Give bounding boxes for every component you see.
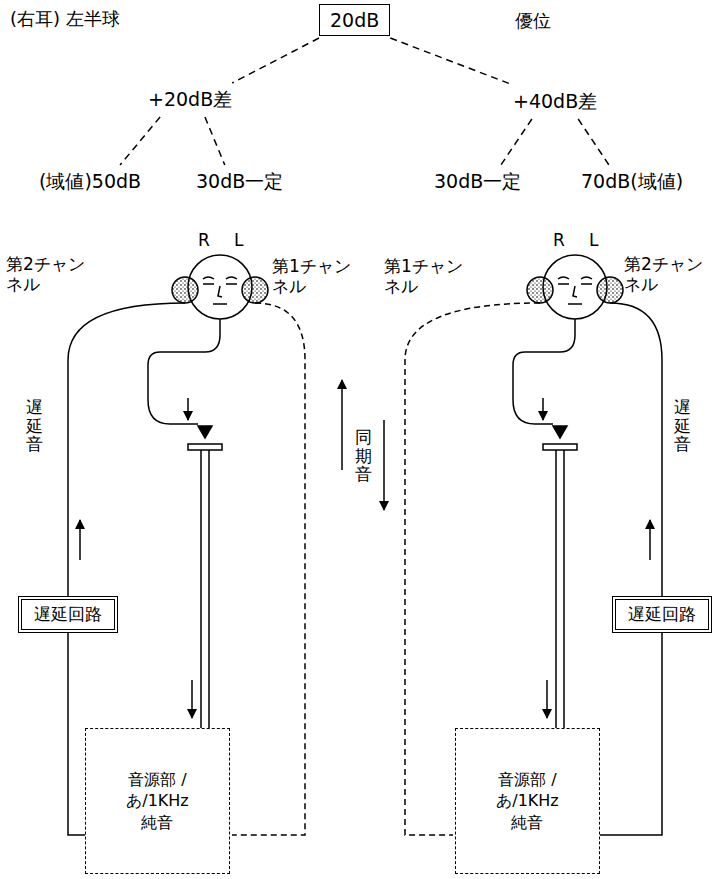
ear-letter: R [553,230,565,250]
node-text: 30dB一定 [434,169,521,195]
channel-label: 第1チャンネル [384,256,469,297]
branch-label: +20dB差 [144,85,236,115]
channel-label: 第2チャンネル [6,254,91,295]
left-arrows [80,398,192,718]
sync-sound-label: 同期音 [355,428,372,484]
node-text: 30dB一定 [196,169,283,195]
leaf-label: (域値)50dB [35,167,145,197]
left-head [172,255,268,319]
node-text: 音源部 /あ/1KHz 純音 [496,769,558,834]
level-box: 20dB [319,4,390,36]
node-text: +20dB差 [148,87,232,113]
leaf-label: 70dB(域値) [577,167,687,197]
sound-source: 音源部 /あ/1KHz 純音 [85,728,230,874]
delay-circuit: 遅延回路 [18,596,118,633]
right-head [527,255,623,319]
ear-letter: R [198,230,210,250]
dashed-branch [232,38,319,83]
node-text: (域値)50dB [39,169,141,195]
dashed-branch [120,117,160,165]
signal-wire [600,633,662,835]
dominance-label: 優位 [515,10,551,32]
signal-wire [68,633,85,835]
branch-label: +40dB差 [509,87,601,117]
leaf-label: 30dB一定 [430,167,525,197]
sync-arrows [342,380,384,510]
dashed-branch [501,119,532,165]
dashed-branch [578,119,609,165]
node-text: 遅延回路 [34,603,102,626]
channel-label: 第1チャンネル [272,256,357,297]
sound-source: 音源部 /あ/1KHz 純音 [455,728,600,874]
hemisphere-label: (右耳) 左半球 [10,8,120,30]
node-text: 遅延回路 [628,603,696,626]
channel-label: 第2チャンネル [624,254,709,295]
node-text: 20dB [330,9,379,31]
ear-letter: L [589,230,598,250]
ear-letter: L [234,230,243,250]
delay-sound-label: 遅延音 [674,398,691,454]
dashed-branch [390,38,513,85]
leaf-label: 30dB一定 [192,167,287,197]
delay-sound-label: 遅延音 [26,398,43,454]
delay-circuit: 遅延回路 [612,596,712,633]
dashed-branch [205,117,225,165]
node-text: 70dB(域値) [581,169,683,195]
right-arrows [543,398,650,718]
node-text: +40dB差 [513,89,597,115]
node-text: 音源部 /あ/1KHz 純音 [126,769,188,834]
